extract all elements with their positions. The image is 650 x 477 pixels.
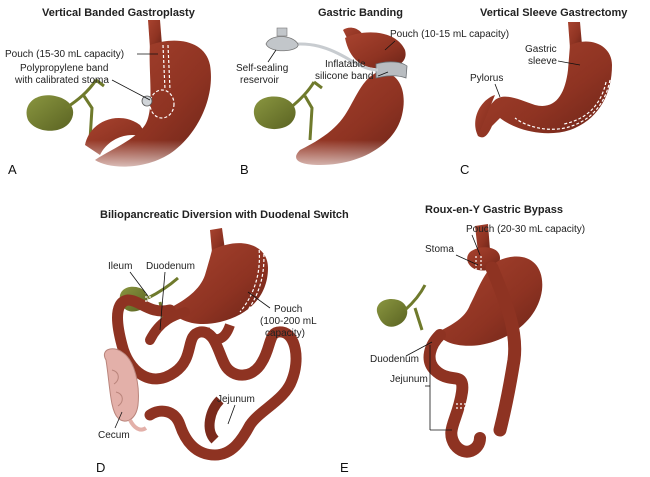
panel-e-stoma-label: Stoma (425, 244, 454, 255)
panel-c-pylorus-label: Pylorus (470, 73, 503, 84)
panel-e-letter: E (340, 460, 349, 475)
panel-d-ileum-label: Ileum (108, 261, 132, 272)
panel-d-pouch-label-2: (100-200 mL (260, 316, 317, 327)
panel-b-band-label-2: silicone band (315, 71, 373, 82)
panel-d-duodenum-label: Duodenum (146, 261, 195, 272)
panel-b-silicone-band (375, 61, 408, 79)
panel-e-bp-limb (423, 329, 486, 458)
panel-b-band-label-1: Inflatable (325, 59, 366, 70)
panel-d-letter: D (96, 460, 105, 475)
panel-a-band-knob (141, 95, 153, 107)
panel-a: Vertical Banded Gastroplasty Pouch (15-3… (0, 7, 230, 180)
panel-d-title: Biliopancreatic Diversion with Duodenal … (100, 209, 349, 221)
panel-a-gallbladder (26, 95, 74, 131)
panel-c-letter: C (460, 162, 469, 177)
panel-e-title: Roux-en-Y Gastric Bypass (425, 204, 563, 216)
panel-e-gallbladder (376, 298, 408, 327)
panel-c-sleeve (477, 41, 612, 138)
panel-d-cecum-label: Cecum (98, 430, 130, 441)
panel-a-esophagus (148, 20, 162, 48)
panel-e: Roux-en-Y Gastric Bypass Pouch (20-30 mL… (340, 204, 585, 475)
panel-a-staple-line (162, 44, 166, 91)
panel-d-pouch-label-3: capacity) (265, 328, 305, 339)
panel-b-letter: B (240, 162, 249, 177)
panel-a-pouch-label: Pouch (15-30 mL capacity) (5, 49, 124, 60)
panel-a-stomach (95, 40, 211, 167)
panel-c-title: Vertical Sleeve Gastrectomy (480, 7, 628, 19)
panel-b-pouch-label: Pouch (10-15 mL capacity) (390, 29, 509, 40)
panel-c-esophagus (568, 22, 582, 48)
panel-c-sleeve-label-2: sleeve (528, 56, 557, 67)
panel-e-pouch-label: Pouch (20-30 mL capacity) (466, 224, 585, 235)
panel-b-reservoir (265, 36, 299, 52)
panel-b-tubing (281, 42, 379, 72)
panel-b-reservoir-label-1: Self-sealing (236, 63, 288, 74)
panel-e-duodenum-label: Duodenum (370, 354, 419, 365)
panel-b-title: Gastric Banding (318, 7, 403, 19)
panel-c-sleeve-label-1: Gastric (525, 44, 557, 55)
panel-a-letter: A (8, 162, 17, 177)
panel-e-roux-limb (485, 261, 522, 437)
panel-a-bile-duct (65, 78, 105, 141)
panel-d-cecum (104, 348, 139, 422)
panel-c: Vertical Sleeve Gastrectomy Gastric slee… (460, 7, 628, 177)
panel-a-band-label-2: with calibrated stoma (14, 75, 109, 86)
panel-b: Gastric Banding Pouch (10-15 mL capacity… (232, 7, 509, 180)
panel-b-gallbladder (253, 96, 296, 130)
panel-a-band-label-1: Polypropylene band (20, 63, 108, 74)
panel-b-pouch (345, 32, 406, 69)
panel-e-jejunum-label: Jejunum (390, 374, 428, 385)
panel-d-stomach (170, 243, 268, 325)
panel-b-reservoir-label-2: reservoir (240, 75, 280, 86)
panel-a-title: Vertical Banded Gastroplasty (42, 7, 196, 19)
panel-d-intestine (112, 294, 302, 461)
panel-c-pylorus (475, 95, 495, 136)
panel-d-jejunum-label: Jejunum (217, 394, 255, 405)
panel-a-band-leader (111, 79, 151, 101)
panel-d: Biliopancreatic Diversion with Duodenal … (96, 209, 349, 475)
panel-d-pouch-label-1: Pouch (274, 304, 302, 315)
